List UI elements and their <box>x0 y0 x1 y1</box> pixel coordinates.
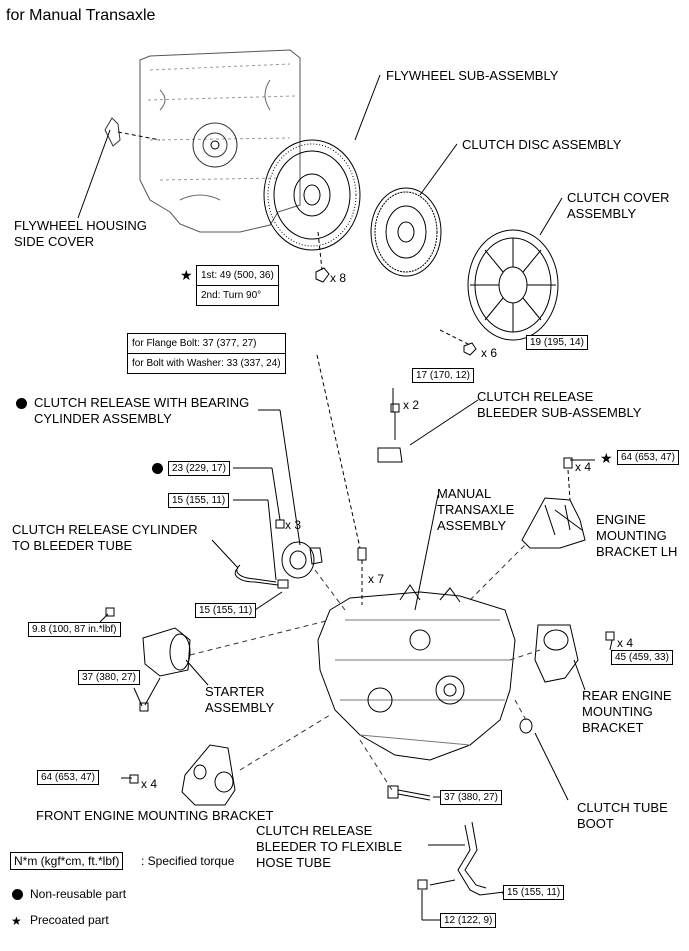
qty-front-bracket: x 4 <box>141 777 158 791</box>
label-line: BOOT <box>577 816 614 831</box>
qty-rear-bracket: x 4 <box>617 636 634 650</box>
torque-box-bracket-lh: 64 (653, 47) <box>617 450 679 465</box>
non-reusable-dot-icon <box>16 397 27 411</box>
qty-release-cylinder: x 3 <box>285 518 302 532</box>
label-line: CLUTCH RELEASE WITH BEARING <box>34 395 250 410</box>
label-line: MOUNTING <box>582 704 653 719</box>
torque-box-cover: 19 (195, 14) <box>526 335 588 350</box>
engine-block-drawing <box>104 49 301 233</box>
precoated-star-icon: ★ <box>11 914 22 928</box>
torque-box-flywheel: 1st: 49 (500, 36) 2nd: Turn 90° <box>196 265 279 306</box>
torque-box-transaxle-bolts: for Flange Bolt: 37 (377, 27) for Bolt w… <box>127 333 286 374</box>
label-line: CLUTCH RELEASE CYLINDER <box>12 522 198 537</box>
torque-box-bottom-bolt: 37 (380, 27) <box>440 790 502 805</box>
assembly-lines <box>189 544 541 791</box>
torque-box-starter-upper: 9.8 (100, 87 in.*lbf) <box>28 622 121 637</box>
label-clutch-cover: CLUTCH COVER ASSEMBLY <box>567 190 670 222</box>
leader-lines <box>77 74 613 921</box>
label-line: REAR ENGINE <box>582 688 672 703</box>
hose-tube-drawing <box>417 821 521 896</box>
legend-non-reusable: Non-reusable part <box>30 887 127 901</box>
legend-unit-text: : Specified torque <box>141 854 235 868</box>
starter-drawing <box>105 607 191 712</box>
front-bracket-drawing <box>129 744 236 806</box>
clutch-disc-drawing <box>370 187 442 277</box>
torque-box-hose-lower: 12 (122, 9) <box>440 913 497 928</box>
label-line: ASSEMBLY <box>205 700 275 715</box>
tube-drawing <box>234 564 289 589</box>
label-line: MANUAL <box>437 486 492 501</box>
label-line: HOSE TUBE <box>256 855 331 870</box>
precoated-star-icon: ★ <box>600 450 613 466</box>
torque-value: for Flange Bolt: 37 (377, 27) <box>132 338 257 349</box>
clutch-cover-drawing <box>439 229 559 356</box>
label-line: TRANSAXLE <box>437 502 515 517</box>
label-release-cylinder: CLUTCH RELEASE WITH BEARING CYLINDER ASS… <box>34 395 249 427</box>
qty-cover: x 6 <box>481 346 498 360</box>
label-line: BRACKET LH <box>596 544 678 559</box>
label-clutch-disc: CLUTCH DISC ASSEMBLY <box>462 137 622 152</box>
label-bracket-lh: ENGINE MOUNTING BRACKET LH <box>596 512 677 560</box>
label-line: ENGINE <box>596 512 646 527</box>
qty-bleeder: x 2 <box>403 398 420 412</box>
torque-box-starter-lower: 37 (380, 27) <box>78 670 140 685</box>
torque-box-bleeder: 17 (170, 12) <box>412 368 474 383</box>
torque-box-tube-upper: 15 (155, 11) <box>168 493 230 508</box>
bleeder-drawing <box>377 403 403 463</box>
label-flexible-hose-tube: CLUTCH RELEASE BLEEDER TO FLEXIBLE HOSE … <box>256 823 402 871</box>
precoated-star-icon: ★ <box>180 267 193 283</box>
label-line: FLYWHEEL HOUSING <box>14 218 147 233</box>
torque-box-rear-bracket: 45 (459, 33) <box>611 650 673 665</box>
label-line: ASSEMBLY <box>567 206 637 221</box>
bottom-bolt-drawing <box>387 785 431 801</box>
label-line: SIDE COVER <box>14 234 95 249</box>
flywheel-drawing <box>263 139 361 283</box>
label-rear-bracket: REAR ENGINE MOUNTING BRACKET <box>582 688 672 736</box>
label-line: BLEEDER SUB-ASSEMBLY <box>477 405 642 420</box>
label-line: STARTER <box>205 684 265 699</box>
label-line: MOUNTING <box>596 528 667 543</box>
bracket-lh-drawing <box>521 457 586 549</box>
label-line: CYLINDER ASSEMBLY <box>34 411 172 426</box>
torque-value: 1st: 49 (500, 36) <box>201 270 274 281</box>
label-line: CLUTCH COVER <box>567 190 670 205</box>
torque-box-release-cylinder: 23 (229, 17) <box>168 461 230 476</box>
qty-flywheel: x 8 <box>330 271 347 285</box>
torque-value: for Bolt with Washer: 33 (337, 24) <box>128 353 285 373</box>
non-reusable-dot-icon <box>12 888 23 902</box>
tube-boot-drawing <box>519 718 533 734</box>
label-line: CLUTCH RELEASE <box>256 823 373 838</box>
qty-transaxle: x 7 <box>368 572 385 586</box>
torque-box-hose-upper: 15 (155, 11) <box>503 885 565 900</box>
label-line: CLUTCH RELEASE <box>477 389 594 404</box>
label-starter: STARTER ASSEMBLY <box>205 684 274 716</box>
label-line: BLEEDER TO FLEXIBLE <box>256 839 403 854</box>
release-cylinder-drawing <box>275 519 323 579</box>
label-transaxle: MANUAL TRANSAXLE ASSEMBLY <box>437 486 514 534</box>
torque-value: 2nd: Turn 90° <box>197 285 278 305</box>
transaxle-drawing <box>317 547 516 761</box>
page-title: for Manual Transaxle <box>6 7 156 24</box>
legend-unit-box: N*m (kgf*cm, ft.*lbf) <box>10 852 124 870</box>
label-line: CLUTCH TUBE <box>577 800 668 815</box>
label-front-bracket: FRONT ENGINE MOUNTING BRACKET <box>36 808 274 823</box>
label-housing-side-cover: FLYWHEEL HOUSING SIDE COVER <box>14 218 147 250</box>
label-bleeder-sub: CLUTCH RELEASE BLEEDER SUB-ASSEMBLY <box>477 389 641 421</box>
torque-box-front-bracket: 64 (653, 47) <box>37 770 99 785</box>
qty-bracket-lh: x 4 <box>575 460 592 474</box>
label-line: ASSEMBLY <box>437 518 507 533</box>
torque-box-tube-lower: 15 (155, 11) <box>195 603 257 618</box>
label-line: BRACKET <box>582 720 644 735</box>
non-reusable-dot-icon <box>152 462 163 476</box>
label-tube-boot: CLUTCH TUBE BOOT <box>577 800 668 832</box>
rear-bracket-drawing <box>534 624 615 683</box>
legend-precoated: Precoated part <box>30 913 109 927</box>
label-flywheel: FLYWHEEL SUB-ASSEMBLY <box>386 68 559 83</box>
label-cylinder-bleeder-tube: CLUTCH RELEASE CYLINDER TO BLEEDER TUBE <box>12 522 198 554</box>
label-line: TO BLEEDER TUBE <box>12 538 133 553</box>
